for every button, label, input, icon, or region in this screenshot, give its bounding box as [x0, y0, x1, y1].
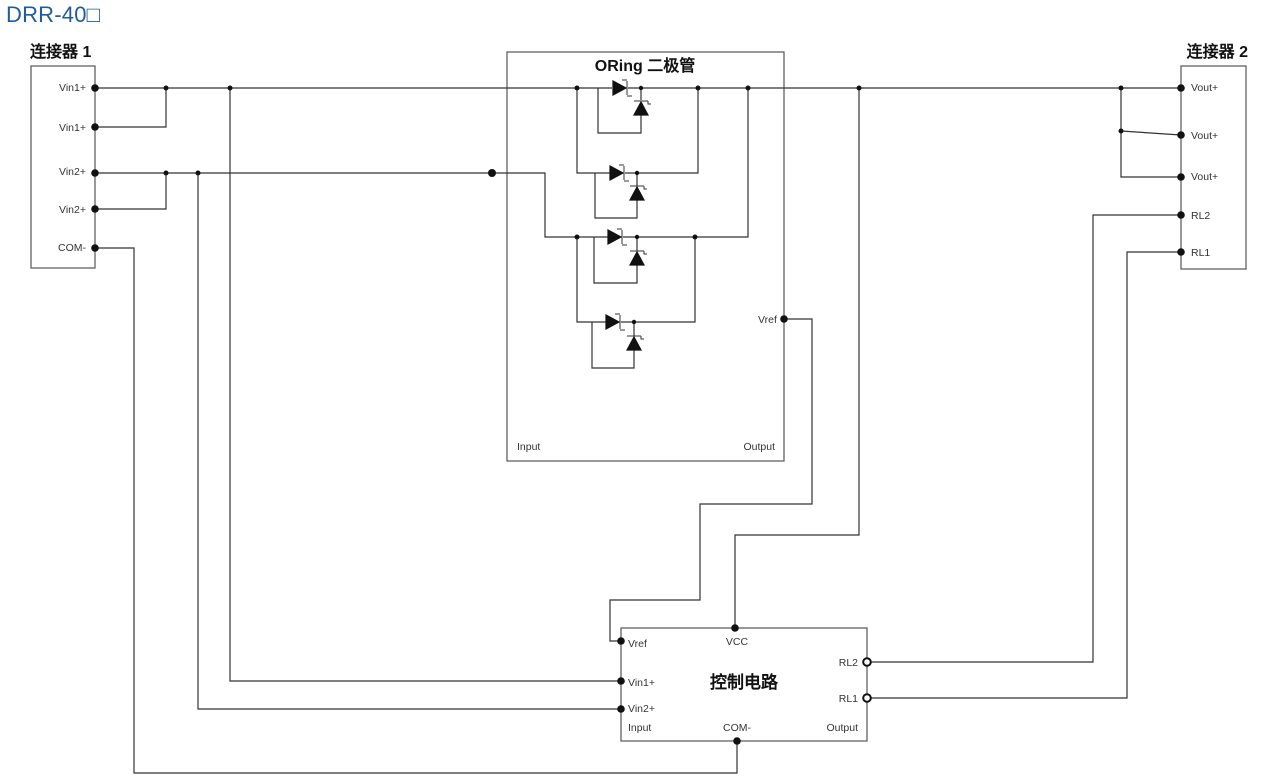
- oring-title: ORing 二极管: [595, 56, 695, 75]
- c2-pin-label: RL2: [1191, 210, 1210, 222]
- diode-1: [612, 79, 628, 97]
- connector2-box: [1180, 65, 1247, 270]
- c1-pin-label: Vin1+: [59, 122, 86, 134]
- pin-terminals: [91, 84, 1185, 745]
- page-title: DRR-40□: [6, 2, 101, 27]
- c1-pin-label: Vin1+: [59, 82, 86, 94]
- oring-box: [506, 51, 785, 462]
- c2-pin-label: Vout+: [1191, 171, 1218, 183]
- ctrl-output-label: Output: [826, 722, 858, 734]
- c2-pin-label: Vout+: [1191, 82, 1218, 94]
- zener-3: [628, 250, 646, 266]
- zener-2: [628, 185, 646, 201]
- zener-4: [625, 335, 643, 351]
- c1-pin-label: Vin2+: [59, 204, 86, 216]
- c2-pin-label: Vout+: [1191, 130, 1218, 142]
- zener-1: [632, 100, 650, 116]
- oring-diodes: [605, 79, 632, 331]
- diode-3: [607, 228, 623, 246]
- diode-2: [609, 164, 625, 182]
- junctions: [163, 85, 1124, 325]
- wires: [95, 87, 1182, 774]
- ctrl-vref-label: Vref: [628, 638, 647, 650]
- c1-pin-label: Vin2+: [59, 166, 86, 178]
- ctrl-vcc-label: VCC: [726, 636, 749, 648]
- oring-input-label: Input: [517, 441, 540, 453]
- connector1-title: 连接器 1: [30, 42, 91, 61]
- ctrl-vin1-label: Vin1+: [628, 677, 655, 689]
- c2-pin-label: RL1: [1191, 247, 1210, 259]
- connector1-box: [30, 65, 96, 269]
- oring-output-label: Output: [743, 441, 775, 453]
- connector2-title: 连接器 2: [1187, 42, 1248, 61]
- c1-pin-label: COM-: [58, 242, 86, 254]
- ctrl-input-label: Input: [628, 722, 651, 734]
- control-title: 控制电路: [710, 672, 779, 692]
- ctrl-rl2-label: RL2: [839, 657, 858, 669]
- oring-zeners: [625, 100, 651, 351]
- diode-4: [605, 313, 621, 331]
- ctrl-rl1-label: RL1: [839, 693, 858, 705]
- ctrl-com-label: COM-: [723, 722, 751, 734]
- ctrl-vin2-label: Vin2+: [628, 703, 655, 715]
- oring-vref-label: Vref: [758, 314, 777, 326]
